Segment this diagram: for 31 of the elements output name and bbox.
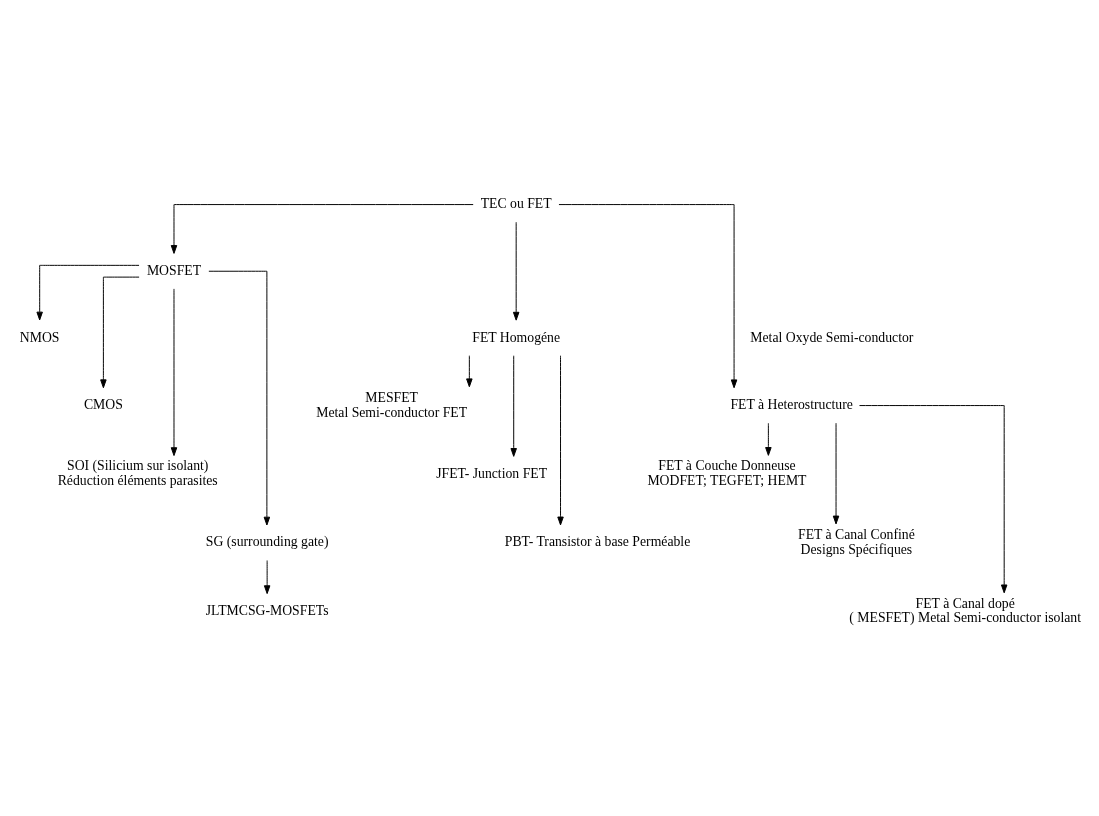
node-text: FET à Canal Confiné Designs Spécifiques — [798, 526, 915, 557]
node-text: SOI (Silicium sur isolant) — [67, 457, 209, 473]
arrow — [510, 354, 517, 457]
node-text: FET à Canal dopé ( MESFET) Metal Semi-conductor isolant — [849, 595, 1082, 625]
arrow — [100, 276, 140, 388]
label: Metal Oxyde Semi-conductor — [750, 329, 914, 345]
node-text: FET à Heterostructure — [730, 396, 853, 412]
node-text: CMOS — [83, 396, 123, 412]
arrow — [170, 203, 474, 254]
arrow — [208, 270, 271, 525]
node-text: JLTMCSG-MOSFETs — [205, 602, 329, 618]
node-text: PBT- Transistor à base Perméable — [504, 533, 691, 549]
arrow — [512, 221, 520, 321]
node-text: SG (surrounding gate) — [205, 533, 329, 549]
node-text: TEC ou FET — [480, 195, 552, 211]
arrow — [466, 354, 473, 387]
node-text: FET à Couche Donneuse MODFET; TEGFET; HEMT — [647, 457, 807, 488]
node-text: JFET- Junction FET — [436, 465, 548, 481]
node-text: FET Homogéne — [472, 329, 561, 345]
arrow — [263, 559, 271, 594]
node-text: NMOS — [19, 329, 60, 345]
arrow — [859, 404, 1008, 593]
node-text: MOSFET — [146, 262, 202, 278]
node-text: MESFET Metal Semi-conductor FET — [316, 389, 468, 420]
arrow — [36, 264, 140, 320]
arrow — [170, 287, 178, 456]
arrow — [832, 422, 840, 524]
node-label: Réduction éléments parasites — [57, 472, 218, 488]
arrow — [765, 422, 772, 456]
arrow — [557, 354, 564, 525]
arrow — [558, 203, 738, 388]
